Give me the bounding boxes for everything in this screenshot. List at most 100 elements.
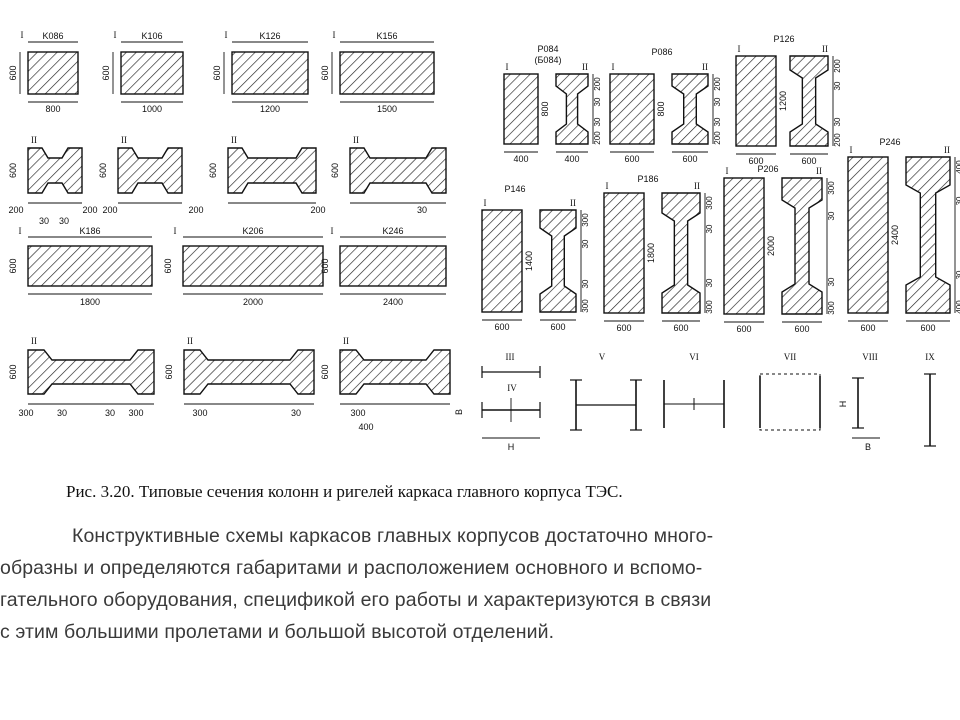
dim-label: 600 [320,258,330,273]
dim-label: 300 [18,408,33,418]
scheme-label: III [506,352,515,362]
column-section-rect [27,51,79,95]
scheme-dim: B [865,442,871,452]
dim-label: 30 [955,196,960,205]
dim-label: 200 [833,59,842,73]
dim-label: 30 [593,97,602,106]
column-section-ibeam [227,147,317,194]
dim-label: 300 [192,408,207,418]
riegel-section-ibeam [555,73,589,145]
riegel-section-ibeam [905,156,951,314]
dim-label: 30 [833,117,842,126]
section-label: P246 [879,137,900,147]
scheme-label: VI [689,352,699,362]
dim-label: 300 [705,196,714,210]
dim-label: 400 [358,422,373,432]
section-label: K106 [141,31,162,41]
section-mark: II [944,145,950,155]
section-mark: I [174,226,177,236]
column-section-ibeam [27,147,83,194]
dim-label: 600 [101,65,111,80]
dim-label: 300 [827,301,836,315]
dim-label: 600 [208,163,218,178]
section-mark: I [506,62,509,72]
section-mark: I [21,30,24,40]
section-mark: II [822,44,828,54]
column-section-rect [182,245,324,287]
column-section-rect [339,51,435,95]
dim-label: 600 [682,154,697,164]
column-section-ibeam [349,147,447,194]
dim-label: 800 [540,101,550,116]
body-line: Конструктивные схемы каркасов главных ко… [72,525,714,547]
dim-label: 300 [827,181,836,195]
dim-label: 600 [8,364,18,379]
riegel-section-rect [603,192,645,314]
section-label: P084 [537,44,558,54]
riegel-section-ibeam [789,55,829,147]
column-section-ibeam [183,349,315,395]
section-mark: I [333,30,336,40]
column-section-ibeam [27,349,155,395]
riegel-section-rect [503,73,539,145]
section-mark: II [343,336,349,346]
column-section-ibeam [339,349,451,395]
dim-label: 30 [827,211,836,220]
scheme-label: VIII [862,352,878,362]
section-label: P206 [757,164,778,174]
section-label: P086 [651,47,672,57]
body-line: с этим большими пролетами и большой высо… [0,621,555,643]
technical-drawing: K086I600800K106I6001000K126I6001200K156I… [8,30,960,452]
scheme-outline [759,373,821,431]
dim-label: 800 [45,104,60,114]
section-mark: II [570,198,576,208]
dim-label: 200 [593,77,602,91]
section-label: P186 [637,174,658,184]
dim-label: 600 [673,323,688,333]
dim-label: 600 [550,322,565,332]
dim-label: 400 [564,154,579,164]
dim-label: 30 [417,205,427,215]
figure-caption: Рис. 3.20. Типовые сечения колонн и риге… [66,482,623,501]
section-label: (Б084) [535,55,562,65]
section-mark: II [187,336,193,346]
scheme-label: V [599,352,606,362]
section-label: K206 [242,226,263,236]
dim-label: 600 [98,163,108,178]
dim-label: 200 [82,205,97,215]
dim-label: 600 [616,323,631,333]
dim-label: 300 [581,299,590,313]
dim-label: 30 [57,408,67,418]
section-mark: II [121,135,127,145]
dim-label: 600 [748,156,763,166]
column-section-rect [120,51,184,95]
dim-label: 200 [310,205,325,215]
dim-label: 200 [833,133,842,147]
section-mark: I [612,62,615,72]
dim-label: 30 [955,270,960,279]
section-mark: I [331,226,334,236]
section-mark: II [353,135,359,145]
dim-label: 30 [39,216,49,226]
section-label: P126 [773,34,794,44]
body-line: образны и определяются габаритами и расп… [0,557,703,579]
dim-label: 600 [330,163,340,178]
dim-label: 400 [955,160,960,174]
column-section-ibeam [117,147,183,194]
scheme-dim: H [508,442,515,452]
dim-label: 600 [8,163,18,178]
section-label: K086 [42,31,63,41]
column-section-rect [27,245,153,287]
dim-label: 30 [827,277,836,286]
dim-label: 600 [320,364,330,379]
section-mark: I [738,44,741,54]
section-mark: I [114,30,117,40]
section-label: K186 [79,226,100,236]
column-section-rect [339,245,447,287]
section-mark: I [484,198,487,208]
dim-label: 200 [593,131,602,145]
section-mark: I [606,181,609,191]
dim-label: 600 [8,65,18,80]
dim-label: 30 [593,117,602,126]
dim-label: 1800 [80,297,100,307]
